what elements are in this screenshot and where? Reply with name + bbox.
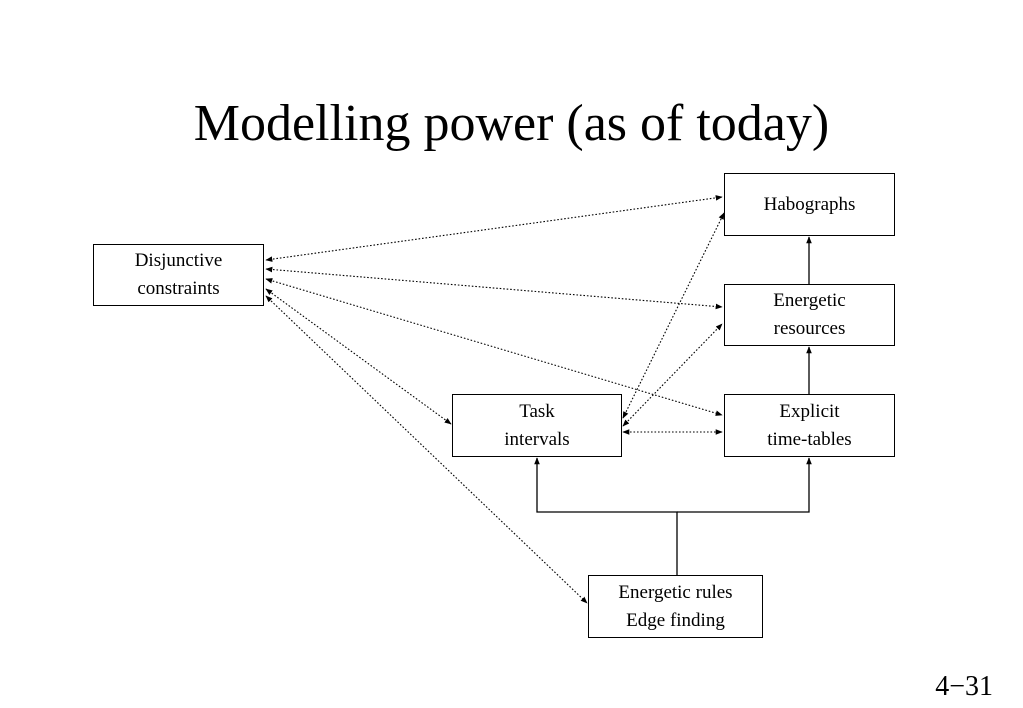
node-disjunctive-constraints: Disjunctive constraints	[93, 244, 264, 306]
edge-energetic-rules-explicit-timetables	[677, 457, 812, 513]
node-task-intervals: Task intervals	[452, 394, 622, 457]
node-energetic-resources-line-2: resources	[773, 318, 846, 339]
node-disjunctive-constraints-line-1: Disjunctive	[134, 250, 223, 271]
node-energetic-resources-line-1: Energetic	[773, 290, 846, 311]
node-energetic-rules-line-1: Energetic rules	[618, 581, 733, 603]
page-number: 4−31	[935, 671, 993, 702]
node-task-intervals-line-1: Task	[519, 400, 555, 422]
edge-energetic-rules-task-intervals	[534, 457, 678, 575]
node-habographs: Habographs	[724, 173, 895, 236]
node-energetic-resources: Energetic resources	[724, 284, 895, 346]
edge-disjunctive-task-intervals	[265, 288, 452, 425]
node-explicit-timetables-line-2: time-tables	[767, 428, 852, 450]
node-explicit-timetables: Explicit time-tables	[724, 394, 895, 457]
node-energetic-rules-edge-finding: Energetic rules Edge finding	[588, 575, 763, 638]
node-task-intervals-line-2: intervals	[504, 428, 570, 450]
node-habographs-line-1: Habographs	[763, 193, 856, 215]
edge-disjunctive-habographs	[265, 195, 723, 262]
node-energetic-rules-line-2: Edge finding	[626, 609, 725, 631]
node-disjunctive-constraints-line-2: constraints	[137, 278, 220, 299]
slide-title: Modelling power (as of today)	[193, 95, 830, 152]
edge-disjunctive-energetic-resources	[265, 266, 723, 310]
node-explicit-timetables-line-1: Explicit	[779, 400, 840, 422]
edge-task-intervals-habographs	[622, 212, 725, 419]
edge-disjunctive-energetic-rules	[265, 295, 588, 604]
edge-task-intervals-energetic-resources	[622, 323, 723, 427]
